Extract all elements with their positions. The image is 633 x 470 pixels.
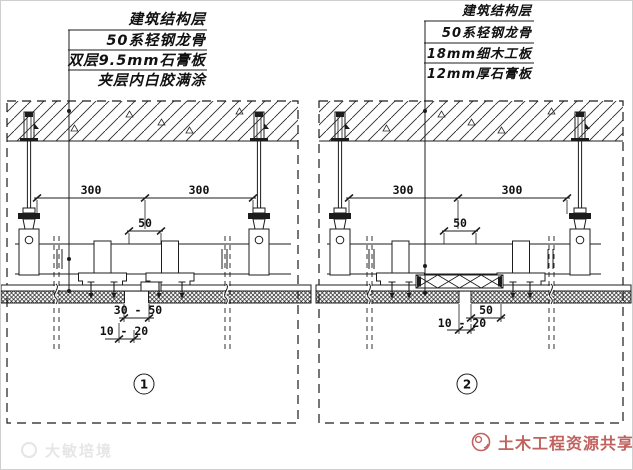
callout-gypsum-board: 双层9.5mm石膏板: [67, 52, 208, 69]
detail-1-number: 1: [140, 378, 148, 392]
gypsum-board-layers: [1, 281, 312, 305]
detail-1-drawing: 300 300 50 30 - 50 10 - 20 1: [1, 100, 312, 424]
dim-joint-gap: 10 - 20: [438, 316, 487, 330]
blockboard-strip: [415, 274, 504, 289]
callout-steel-keel: 50系轻钢龙骨: [442, 25, 533, 41]
detail-1-border: [6, 100, 299, 424]
detail-2-number-circle: [456, 373, 478, 395]
joint-backer-strip: [140, 281, 162, 292]
dim-board-edge: 50: [479, 303, 493, 317]
detail-1-dimensions: 300 300 50 30 - 50 10 - 20: [32, 183, 258, 344]
callout-structure-layer: 建筑结构层: [461, 3, 533, 19]
watermark-logo-icon: [20, 441, 38, 459]
furring-channel-clip: [78, 240, 127, 287]
callout-blockboard: 18mm细木工板: [427, 46, 533, 62]
dim-50-channel: 50: [453, 216, 467, 230]
furring-channel-clip: [145, 240, 195, 287]
structural-slab-hatch: [7, 101, 298, 141]
callout-gypsum-board: 12mm厚石膏板: [427, 66, 533, 82]
watermark-text: 大敏培境: [45, 442, 113, 460]
callout-structure-layer: 建筑结构层: [128, 11, 208, 28]
detail-2-drawing: 300 300 50 50 10 - 20 2: [315, 100, 632, 424]
watermark: 大敏培境: [20, 441, 113, 460]
detail-1-number-circle: [133, 373, 155, 395]
detail-2-number: 2: [463, 378, 471, 392]
main-runner-lines: [327, 243, 601, 275]
dim-300-left: 300: [81, 183, 102, 197]
dim-300-left: 300: [393, 183, 414, 197]
dim-layer-offset: 10 - 20: [100, 324, 149, 338]
centerlines: [366, 236, 555, 353]
callout-steel-keel: 50系轻钢龙骨: [106, 32, 206, 49]
brand-mark: [471, 432, 491, 452]
callout-white-glue: 夹层内白胶满涂: [98, 72, 208, 89]
dim-300-right: 300: [189, 183, 210, 197]
centerlines: [53, 236, 231, 353]
dim-joint-gap: 30 - 50: [114, 303, 163, 317]
dim-300-right: 300: [502, 183, 523, 197]
structural-slab-hatch: [319, 101, 623, 141]
detail-2-dimensions: 300 300 50 50 10 - 20: [344, 183, 572, 335]
furring-channel-clip: [496, 240, 546, 287]
callouts-left: 建筑结构层 50系轻钢龙骨 双层9.5mm石膏板 夹层内白胶满涂: [67, 11, 208, 293]
callouts-right: 建筑结构层 50系轻钢龙骨 18mm细木工板 12mm厚石膏板: [423, 3, 534, 296]
brand-text: 土木工程资源共享: [498, 434, 632, 453]
brand-logo-icon: [471, 432, 491, 452]
detail-2-border: [318, 100, 624, 424]
dim-50-channel: 50: [138, 216, 152, 230]
